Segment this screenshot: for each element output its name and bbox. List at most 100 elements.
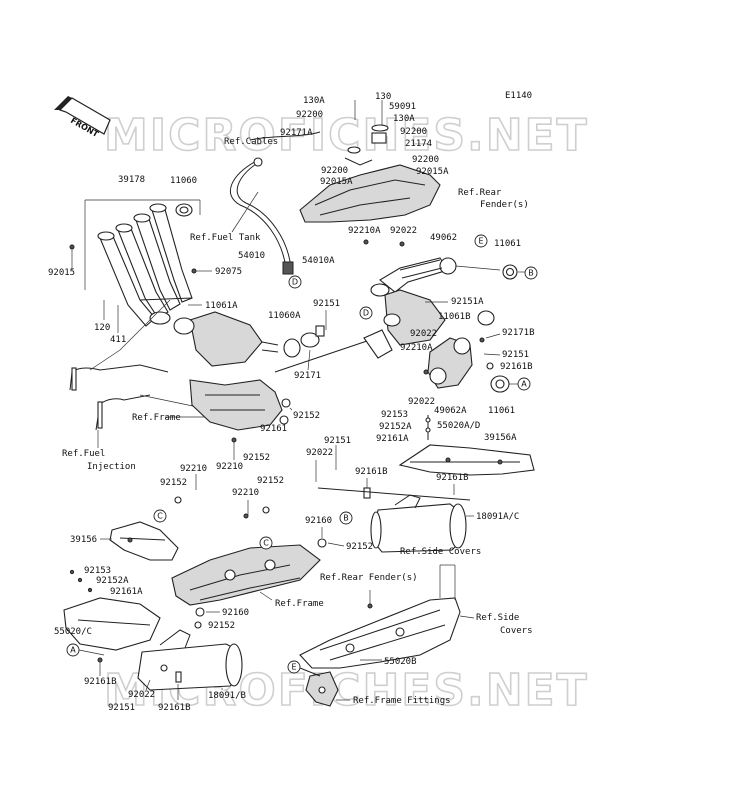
svg-text:C: C: [157, 512, 163, 521]
label-18091b: 18091/B: [208, 691, 246, 701]
label-92075: 92075: [215, 267, 242, 277]
label-54010: 54010: [238, 251, 265, 261]
frame-section-b: [171, 544, 321, 606]
catalyst-body: [173, 311, 279, 367]
label-ref-rear-fenders: Ref.Rear Fender(s): [320, 573, 418, 583]
label-ref-frame-b: Ref.Frame: [275, 599, 324, 609]
label-92210-c: 92210: [232, 488, 259, 498]
label-18091ac: 18091A/C: [476, 512, 519, 522]
heat-shield-39156a: [398, 444, 535, 476]
label-130-top: 130: [375, 92, 391, 102]
label-92022-a: 92022: [390, 226, 417, 236]
label-92152-a: 92152: [293, 411, 320, 421]
label-92151a: 92151A: [451, 297, 484, 307]
label-ref-cables: Ref.Cables: [224, 137, 278, 147]
label-59091: 59091: [389, 102, 416, 112]
label-92022-c: 92022: [408, 397, 435, 407]
label-11061b: 11061B: [438, 312, 471, 322]
label-92200-b: 92200: [400, 127, 427, 137]
header-pipes: [97, 203, 193, 327]
svg-text:D: D: [363, 309, 369, 318]
o2-sensor-wire-1: [69, 364, 169, 391]
label-92152a-a: 92152A: [379, 422, 412, 432]
label-54010a: 54010A: [302, 256, 335, 266]
frame-fittings: [299, 667, 339, 707]
callout-d-right: D: [359, 306, 373, 320]
label-92161b-d: 92161B: [84, 677, 117, 687]
svg-text:B: B: [343, 514, 349, 523]
label-11061-a: 11061: [494, 239, 521, 249]
label-92015a-b: 92015A: [320, 177, 353, 187]
front-arrow-icon: FRONT: [54, 96, 111, 139]
callout-d-left: D: [288, 275, 302, 289]
label-39156: 39156: [70, 535, 97, 545]
rear-fender-bracket: [299, 100, 441, 223]
svg-text:A: A: [521, 380, 527, 389]
label-92161b-b: 92161B: [355, 467, 388, 477]
label-11061-b: 11061: [488, 406, 515, 416]
frame-section-a: [189, 379, 283, 431]
muffler-18091b: [137, 629, 243, 691]
label-fenders: Fender(s): [480, 200, 529, 210]
label-92015a-a: 92015A: [416, 167, 449, 177]
callout-a-right: A: [517, 377, 531, 391]
label-ref-frame-fittings: Ref.Frame Fittings: [353, 696, 451, 706]
label-92160-b: 92160: [222, 608, 249, 618]
label-130a-b: 130A: [393, 114, 415, 124]
cable-top: [249, 131, 321, 141]
label-130a-top: 130A: [303, 96, 325, 106]
label-55020c: 55020/C: [54, 627, 92, 637]
callout-e-bottom: E: [287, 660, 301, 674]
bracket-bolts: [425, 415, 431, 440]
label-ref-fuel-tank: Ref.Fuel Tank: [190, 233, 261, 243]
label-ref-frame-a: Ref.Frame: [132, 413, 181, 423]
clamp-92171: [300, 325, 325, 348]
label-11060a: 11060A: [268, 311, 301, 321]
label-92171: 92171: [294, 371, 321, 381]
heat-shield-55020c: [63, 597, 161, 651]
label-21174: 21174: [405, 139, 432, 149]
heat-shield-39156: [109, 521, 179, 561]
label-92161a-a: 92161A: [376, 434, 409, 444]
label-92171a: 92171A: [280, 128, 313, 138]
diagram-id: E1140: [505, 91, 532, 101]
label-92200-a: 92200: [296, 110, 323, 120]
label-92151-c: 92151: [324, 436, 351, 446]
label-49062: 49062: [430, 233, 457, 243]
label-92153-b: 92153: [84, 566, 111, 576]
svg-text:C: C: [263, 539, 269, 548]
label-49062a: 49062A: [434, 406, 467, 416]
label-92152-c: 92152: [160, 478, 187, 488]
label-39178: 39178: [118, 175, 145, 185]
label-92200-d: 92200: [321, 166, 348, 176]
label-92161b-e: 92161B: [158, 703, 191, 713]
gasket-11061b: [477, 310, 495, 326]
label-92161b-c: 92161B: [436, 473, 469, 483]
label-55020ad: 55020A/D: [437, 421, 480, 431]
label-92152-e: 92152: [346, 542, 373, 552]
cable-fuel: [229, 159, 287, 269]
label-92152-b: 92152: [243, 453, 270, 463]
label-injection: Injection: [87, 462, 136, 472]
label-39156a: 39156A: [484, 433, 517, 443]
label-92152-f: 92152: [208, 621, 235, 631]
label-92151-a: 92151: [313, 299, 340, 309]
label-92161a-b: 92161A: [110, 587, 143, 597]
callout-b-mid: B: [339, 511, 353, 525]
label-411: 411: [110, 335, 126, 345]
label-55020b: 55020B: [384, 657, 417, 667]
svg-text:D: D: [292, 278, 298, 287]
label-11060: 11060: [170, 176, 197, 186]
label-92171b: 92171B: [502, 328, 535, 338]
exhaust-valve: [427, 337, 473, 389]
svg-text:B: B: [528, 269, 534, 278]
label-92153-a: 92153: [381, 410, 408, 420]
label-ref-rear: Ref.Rear: [458, 188, 502, 198]
callout-b-top: B: [524, 266, 538, 280]
label-92210a-a: 92210A: [348, 226, 381, 236]
label-92022-d: 92022: [306, 448, 333, 458]
svg-text:E: E: [478, 237, 483, 246]
callout-c-mid: C: [259, 536, 273, 550]
label-92151-d: 92151: [108, 703, 135, 713]
